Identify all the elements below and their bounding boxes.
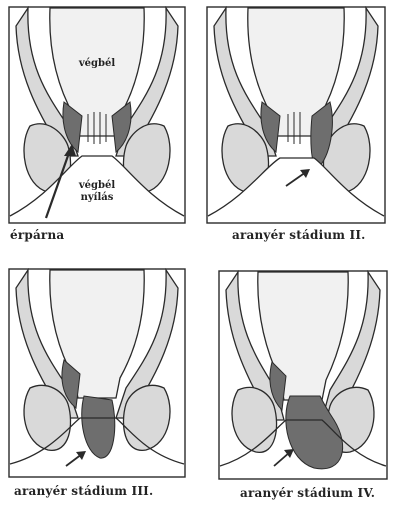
rectum-label: végbél	[78, 58, 116, 69]
anatomy-diagram-stage-4	[218, 270, 388, 480]
anatomy-diagram-stage-3	[8, 268, 186, 478]
anus-label-line2: nyílás	[81, 192, 114, 203]
caption-stage-4: aranyér stádium IV.	[240, 486, 375, 500]
panel-stage-2	[206, 6, 386, 224]
caption-stage-3: aranyér stádium III.	[14, 484, 153, 498]
anatomy-diagram-normal: végbél végbél nyílás	[8, 6, 186, 224]
panel-stage-4	[218, 270, 388, 480]
anus-label-line1: végbél	[78, 180, 116, 191]
panel-stage-3	[8, 268, 186, 478]
caption-normal: érpárna	[10, 228, 64, 242]
anatomy-diagram-stage-2	[206, 6, 386, 224]
panel-normal: végbél végbél nyílás	[8, 6, 186, 224]
caption-stage-2: aranyér stádium II.	[232, 228, 366, 242]
